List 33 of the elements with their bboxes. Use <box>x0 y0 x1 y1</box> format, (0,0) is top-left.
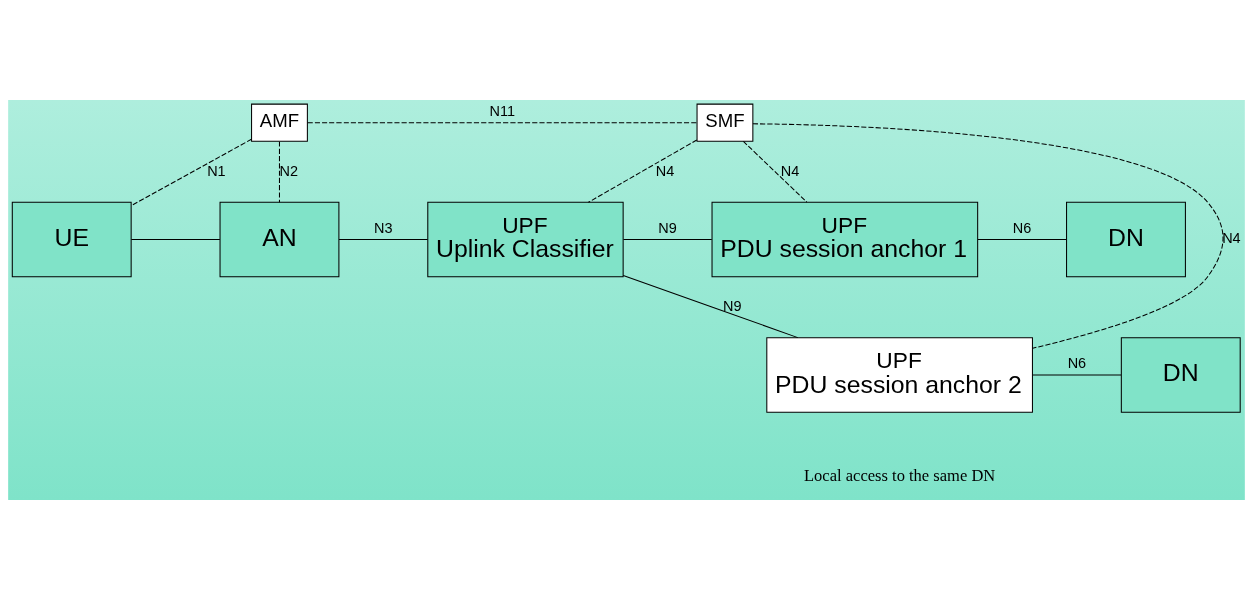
connector <box>130 238 221 240</box>
node-box: UPF Uplink Classifier <box>427 201 624 277</box>
connector <box>977 238 1067 240</box>
edge-label: N3 <box>374 219 393 236</box>
connector <box>752 122 1224 349</box>
node-box: UPF PDU session anchor 2 <box>766 336 1033 413</box>
connector <box>130 138 252 206</box>
node-box: AMF <box>251 103 308 142</box>
connector <box>742 140 808 203</box>
node-box: UPF PDU session anchor 1 <box>711 201 979 277</box>
connector <box>587 138 698 203</box>
connector <box>1032 373 1122 375</box>
edge-label: N9 <box>658 219 677 236</box>
connector <box>622 238 713 240</box>
connector <box>307 121 698 123</box>
label: Local access to the same DN <box>804 465 996 485</box>
edge-label: N4 <box>1222 229 1241 246</box>
edge-label: N4 <box>780 162 800 179</box>
connector <box>338 238 429 240</box>
node-box: DN <box>1066 201 1186 277</box>
edge-label: N2 <box>279 162 299 179</box>
edge-label: N11 <box>489 102 515 119</box>
edge-label: N6 <box>1067 354 1087 371</box>
node-box: AN <box>219 201 340 277</box>
connector <box>622 274 799 338</box>
node-box: SMF <box>696 103 754 142</box>
edge-label: N6 <box>1012 219 1032 236</box>
edge-label: N1 <box>207 162 226 179</box>
edge-label: N9 <box>722 297 742 314</box>
edge-label: N4 <box>655 162 675 179</box>
node-box: DN <box>1120 336 1241 413</box>
connector <box>278 140 280 203</box>
node-box: UE <box>11 201 132 277</box>
